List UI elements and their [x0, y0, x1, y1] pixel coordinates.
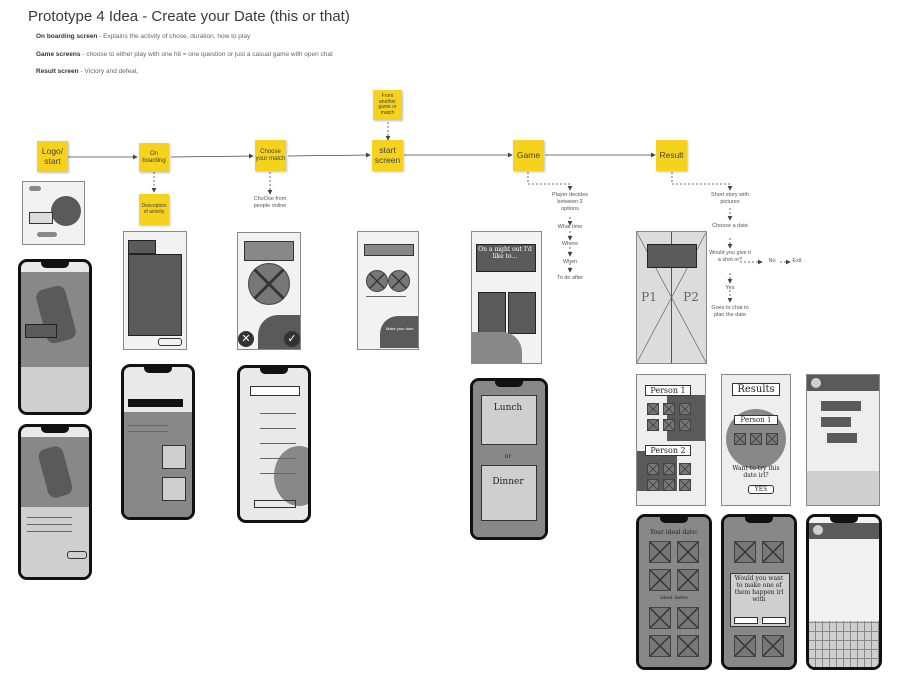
- would-you-want-text: Would you want to make one of them happe…: [734, 575, 784, 603]
- p1-label: P1: [641, 290, 657, 304]
- person1-label: Person 1: [645, 385, 691, 396]
- phone-onboarding: [121, 364, 195, 520]
- sticky-description-activity: Description of activity: [139, 194, 169, 225]
- start-screen-wireframe: Make your date: [357, 231, 419, 350]
- result-person1-label: Person 1: [734, 415, 778, 425]
- sticky-choose-match: Choose your match: [255, 140, 286, 171]
- p2-label: P2: [683, 290, 699, 304]
- phone-logo-2: [18, 424, 92, 580]
- lunch-label: Lunch: [493, 403, 523, 413]
- result-wireframe: P1 P2: [636, 231, 707, 364]
- result-screen-results: Results Person 1 Want to try this date i…: [721, 374, 791, 506]
- page-title: Prototype 4 Idea - Create your Date (thi…: [28, 8, 350, 25]
- on-a-night-out-text: On a night out I'd like to...: [478, 246, 532, 260]
- result-screen-chat: [806, 374, 880, 506]
- annotation-yes: Yes: [725, 285, 735, 291]
- note-result-screen: Result screen - Victory and defeat,: [36, 68, 139, 75]
- accept-icon: ✓: [284, 331, 300, 347]
- make-your-date-label: Make your date: [386, 326, 414, 331]
- choose-match-wireframe: ✕ ✓: [237, 232, 301, 350]
- ideal-dates-label: ideal dates: [660, 595, 688, 601]
- dinner-label: Dinner: [492, 477, 524, 487]
- note-onboarding: On boarding screen - Explains the activi…: [36, 33, 251, 40]
- logo-wireframe: [22, 181, 85, 245]
- annotation-player-decides: Player decides between 2 options: [551, 192, 589, 212]
- annotation-when: When: [562, 259, 578, 265]
- or-label: or: [504, 453, 512, 460]
- annotation-choose-a-date: Choose a date: [712, 223, 748, 229]
- sticky-start-screen: start screen: [372, 140, 403, 171]
- reject-icon: ✕: [238, 331, 254, 347]
- sticky-on-boarding: On boarding: [139, 143, 169, 172]
- results-label: Results: [732, 383, 780, 396]
- sticky-logo-start: Logo/ start: [37, 141, 68, 172]
- annotation-exit: Exit: [792, 258, 802, 264]
- annotation-no: No: [768, 258, 776, 264]
- game-wireframe: On a night out I'd like to...: [471, 231, 542, 364]
- annotation-short-story: Short story with pictures: [711, 192, 749, 205]
- phone-choose-match: [237, 365, 311, 523]
- phone-result-chat: [806, 514, 882, 670]
- phone-game: Lunch or Dinner: [470, 378, 548, 540]
- sticky-from-another-game: From another game or match: [373, 90, 402, 120]
- onboarding-wireframe: [123, 231, 187, 350]
- sticky-result: Result: [656, 140, 687, 171]
- annotation-would-you-give: Would you give it a shot or?: [709, 250, 751, 263]
- annotation-choose-from-people: ChoOse from people online: [253, 196, 287, 209]
- phone-result-1: Your ideal date: ideal dates: [636, 514, 712, 670]
- sticky-game: Game: [513, 140, 544, 171]
- annotation-what-time: What time: [557, 224, 583, 230]
- person2-label: Person 2: [645, 445, 691, 456]
- want-to-try-text: Want to try this date irl?: [732, 465, 780, 479]
- yes-button[interactable]: YES: [748, 485, 774, 494]
- annotation-to-do-after: To do after: [557, 275, 583, 281]
- note-game-screens: Game screens - choose to either play wit…: [36, 51, 333, 58]
- your-ideal-date-label: Your ideal date:: [650, 529, 698, 536]
- phone-logo-1: [18, 259, 92, 415]
- annotation-goes-to-chat: Goes to chat to plan the date: [711, 305, 749, 318]
- phone-result-2: Would you want to make one of them happe…: [721, 514, 797, 670]
- result-screen-persons: Person 1 Person 2: [636, 374, 706, 506]
- annotation-where: Where: [561, 241, 579, 247]
